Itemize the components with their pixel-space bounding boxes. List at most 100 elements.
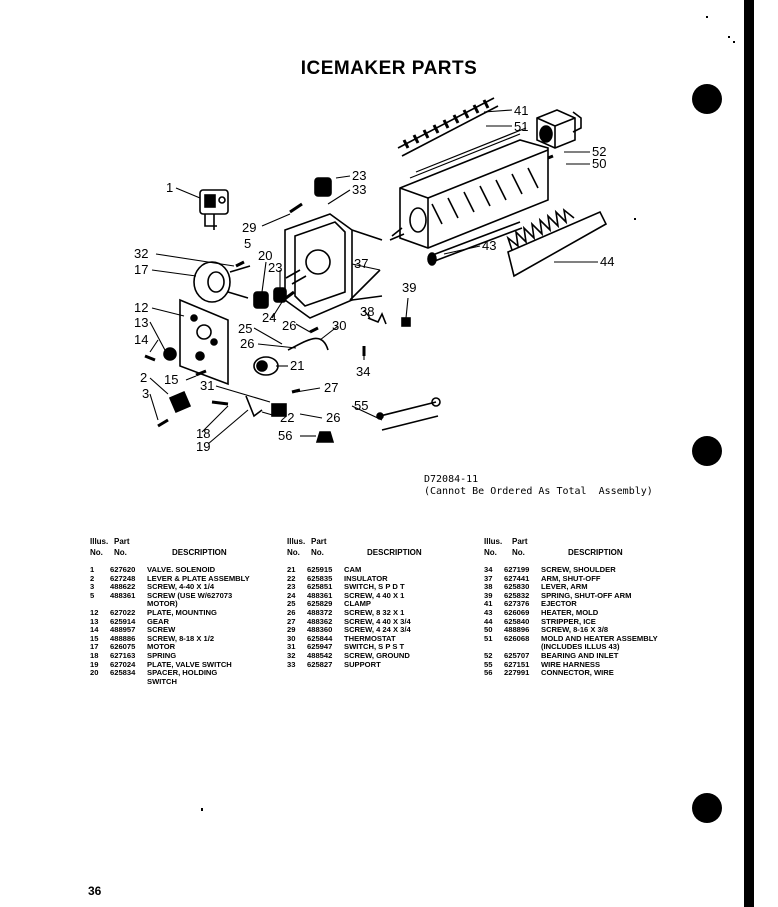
spring-part xyxy=(401,317,411,327)
heater-part xyxy=(429,221,523,263)
illus-number: 56 xyxy=(484,668,493,678)
part-description: SCREW, GROUND xyxy=(344,650,410,660)
part-number: 625947 xyxy=(307,642,333,652)
illus-number: 29 xyxy=(287,625,296,635)
scan-speck xyxy=(634,218,636,220)
header-illus: Illus. xyxy=(287,537,306,546)
ejector-part xyxy=(397,97,499,157)
header-part: Part xyxy=(512,537,528,546)
callout-32: 32 xyxy=(134,246,148,261)
part-number: 227991 xyxy=(504,668,530,678)
stripper-part xyxy=(506,208,608,278)
part-number: 488886 xyxy=(110,633,136,643)
part-number: 625915 xyxy=(307,565,333,574)
part-description: CONNECTOR, WIRE xyxy=(541,668,614,678)
callout-1: 1 xyxy=(166,180,173,195)
illus-number: 1 xyxy=(90,565,95,574)
illus-number: 32 xyxy=(287,650,296,660)
part-description: LEVER, ARM xyxy=(541,582,588,592)
callout-23: 23 xyxy=(352,168,366,183)
screw-part xyxy=(291,388,301,394)
illus-number: 18 xyxy=(90,650,99,660)
illus-number: 19 xyxy=(90,659,99,669)
screw-part xyxy=(285,290,295,300)
callout-labels: 1 41 51 52 50 23 33 29 5 32 17 20 23 37 … xyxy=(134,103,614,454)
part-description: PLATE, MOUNTING xyxy=(147,607,217,617)
part-description: SUPPORT xyxy=(344,659,381,669)
part-description: SCREW, 4-40 x 1/4 xyxy=(147,582,215,592)
illus-number: 20 xyxy=(90,668,99,678)
illus-number: 41 xyxy=(484,599,493,609)
part-number: 627376 xyxy=(504,599,530,609)
page-number: 36 xyxy=(88,884,102,898)
callout-13: 13 xyxy=(134,315,148,330)
spring-part xyxy=(211,400,229,406)
binder-hole xyxy=(692,436,722,466)
bearing-inlet-part xyxy=(536,109,582,149)
part-number: 625835 xyxy=(307,573,333,583)
page-edge-bar xyxy=(744,0,754,907)
parts-row: SWITCH xyxy=(90,677,280,687)
callout-50: 50 xyxy=(592,156,606,171)
part-number: 627441 xyxy=(504,573,530,583)
mounting-plate-part xyxy=(179,298,229,386)
parts-list-header: Illus. Part No. No. DESCRIPTION xyxy=(90,537,280,566)
illus-number: 31 xyxy=(287,642,296,652)
parts-list-header: Illus. Part No. No. DESCRIPTION xyxy=(287,537,477,566)
callout-22: 22 xyxy=(280,410,294,425)
part-description: MOTOR xyxy=(147,642,176,652)
switch-part xyxy=(314,177,332,197)
illus-number: 14 xyxy=(90,625,99,635)
heater-end xyxy=(427,252,437,266)
illus-number: 50 xyxy=(484,625,493,635)
part-number: 488542 xyxy=(307,650,333,660)
header-part-no: No. xyxy=(114,548,127,557)
illus-number: 44 xyxy=(484,616,493,626)
part-description: SPACER, HOLDING xyxy=(147,668,218,678)
illus-number: 24 xyxy=(287,590,296,600)
header-no: No. xyxy=(90,548,103,557)
illus-number: 3 xyxy=(90,582,95,592)
part-number: 625830 xyxy=(504,582,530,592)
part-number: 625834 xyxy=(110,668,136,678)
part-number: 625832 xyxy=(504,590,530,600)
part-description: SCREW, 4 40 x 1 xyxy=(344,590,405,600)
part-number: 625840 xyxy=(504,616,530,626)
callout-26c: 26 xyxy=(326,410,340,425)
part-number: 626075 xyxy=(110,642,136,652)
switch-part xyxy=(271,403,287,417)
scan-speck xyxy=(201,808,203,811)
illus-number: 43 xyxy=(484,607,493,617)
callout-33: 33 xyxy=(352,182,366,197)
part-description: LEVER & PLATE ASSEMBLY xyxy=(147,573,250,583)
page-title: ICEMAKER PARTS xyxy=(300,58,478,79)
cam-part xyxy=(253,356,279,376)
callout-26: 26 xyxy=(240,336,254,351)
part-description: SPRING, SHUT-OFF ARM xyxy=(541,590,632,600)
callout-37: 37 xyxy=(354,256,368,271)
part-description: CAM xyxy=(344,565,362,574)
motor-part xyxy=(193,261,251,303)
callout-18: 18 xyxy=(196,426,210,441)
part-description: HEATER, MOLD xyxy=(541,607,599,617)
scan-speck xyxy=(728,36,730,38)
screw-part xyxy=(289,202,303,214)
part-number: 627024 xyxy=(110,659,136,669)
support-housing-part xyxy=(284,213,383,319)
header-description: DESCRIPTION xyxy=(367,548,422,557)
part-description: VALVE. SOLENOID xyxy=(147,565,216,574)
part-number: 625829 xyxy=(307,599,333,609)
